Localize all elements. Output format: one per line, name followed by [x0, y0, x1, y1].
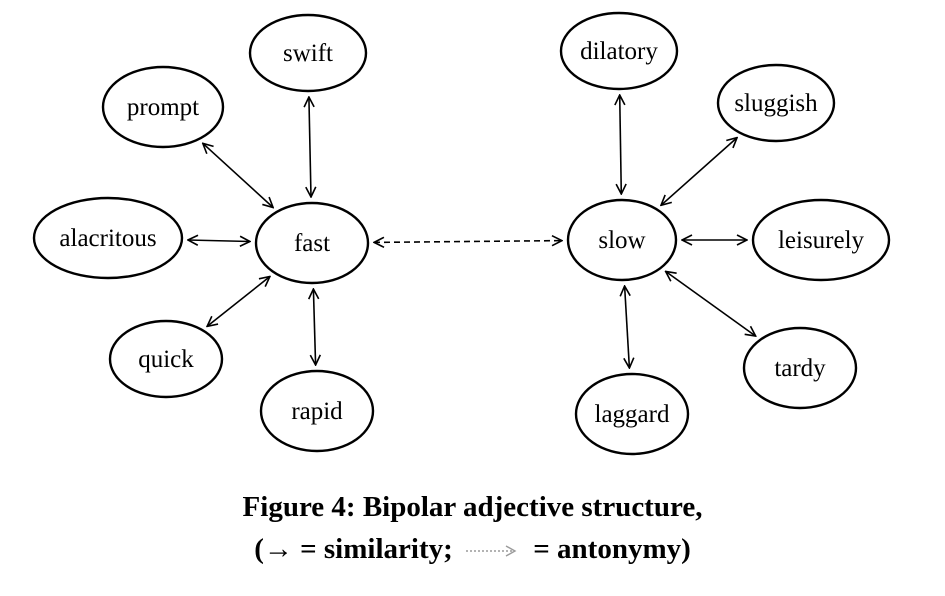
edge-similarity-slow-dilatory [620, 95, 622, 194]
node-ellipse-slow [566, 198, 678, 282]
node-label-swift: swift [283, 40, 333, 67]
node-label-dilatory: dilatory [580, 38, 658, 65]
bipolar-adjective-diagram: fast swift prompt alacritous quick rapid slow d… [32, 11, 891, 456]
node-ellipse-laggard [574, 372, 690, 456]
antonymy-dotted-arrow-icon [464, 544, 520, 558]
node-alacritous: alacritous [32, 196, 184, 280]
node-sluggish: sluggish [716, 63, 836, 143]
caption-open-paren: ( [254, 533, 264, 565]
node-ellipse-prompt [101, 65, 225, 149]
node-label-alacritous: alacritous [59, 225, 156, 252]
nodes-layer: fast swift prompt alacritous quick rapid slow d… [32, 11, 891, 456]
figure-caption-title: Figure 4: Bipolar adjective structure, [0, 491, 945, 524]
edges-layer [188, 95, 756, 368]
node-laggard: laggard [574, 372, 690, 456]
caption-similarity-text: = similarity; [292, 533, 461, 565]
node-ellipse-swift [248, 13, 368, 93]
node-ellipse-alacritous [32, 196, 184, 280]
node-fast: fast [254, 201, 370, 285]
node-label-tardy: tardy [774, 355, 826, 382]
figure-caption-legend: (→ = similarity; = antonymy) [0, 533, 945, 566]
edge-similarity-fast-rapid [313, 289, 315, 365]
edge-antonymy-fast-slow [374, 241, 562, 243]
edge-similarity-fast-swift [309, 97, 311, 197]
node-ellipse-tardy [742, 326, 858, 410]
node-ellipse-quick [108, 319, 224, 399]
node-label-laggard: laggard [595, 401, 670, 428]
node-leisurely: leisurely [751, 198, 891, 282]
node-label-fast: fast [294, 230, 330, 257]
edge-similarity-slow-laggard [625, 286, 630, 368]
node-dilatory: dilatory [559, 11, 679, 91]
node-label-slow: slow [598, 227, 645, 254]
node-ellipse-rapid [259, 369, 375, 453]
node-label-leisurely: leisurely [778, 227, 865, 254]
node-rapid: rapid [259, 369, 375, 453]
node-ellipse-dilatory [559, 11, 679, 91]
caption-antonymy-text: = antonymy) [526, 533, 691, 565]
similarity-arrow-icon: → [263, 533, 293, 565]
node-tardy: tardy [742, 326, 858, 410]
edge-similarity-slow-tardy [666, 271, 756, 336]
edge-similarity-fast-quick [207, 277, 270, 327]
node-slow: slow [566, 198, 678, 282]
edge-similarity-fast-prompt [203, 143, 273, 207]
node-ellipse-leisurely [751, 198, 891, 282]
node-ellipse-fast [254, 201, 370, 285]
node-label-quick: quick [138, 346, 194, 373]
node-label-sluggish: sluggish [734, 90, 818, 117]
node-label-prompt: prompt [127, 94, 199, 121]
caption-title-text: Figure 4: Bipolar adjective structure, [242, 491, 703, 523]
node-prompt: prompt [101, 65, 225, 149]
node-ellipse-sluggish [716, 63, 836, 143]
edge-similarity-slow-sluggish [661, 138, 737, 206]
node-label-rapid: rapid [291, 398, 343, 425]
node-swift: swift [248, 13, 368, 93]
node-quick: quick [108, 319, 224, 399]
edge-similarity-fast-alacritous [188, 240, 250, 242]
